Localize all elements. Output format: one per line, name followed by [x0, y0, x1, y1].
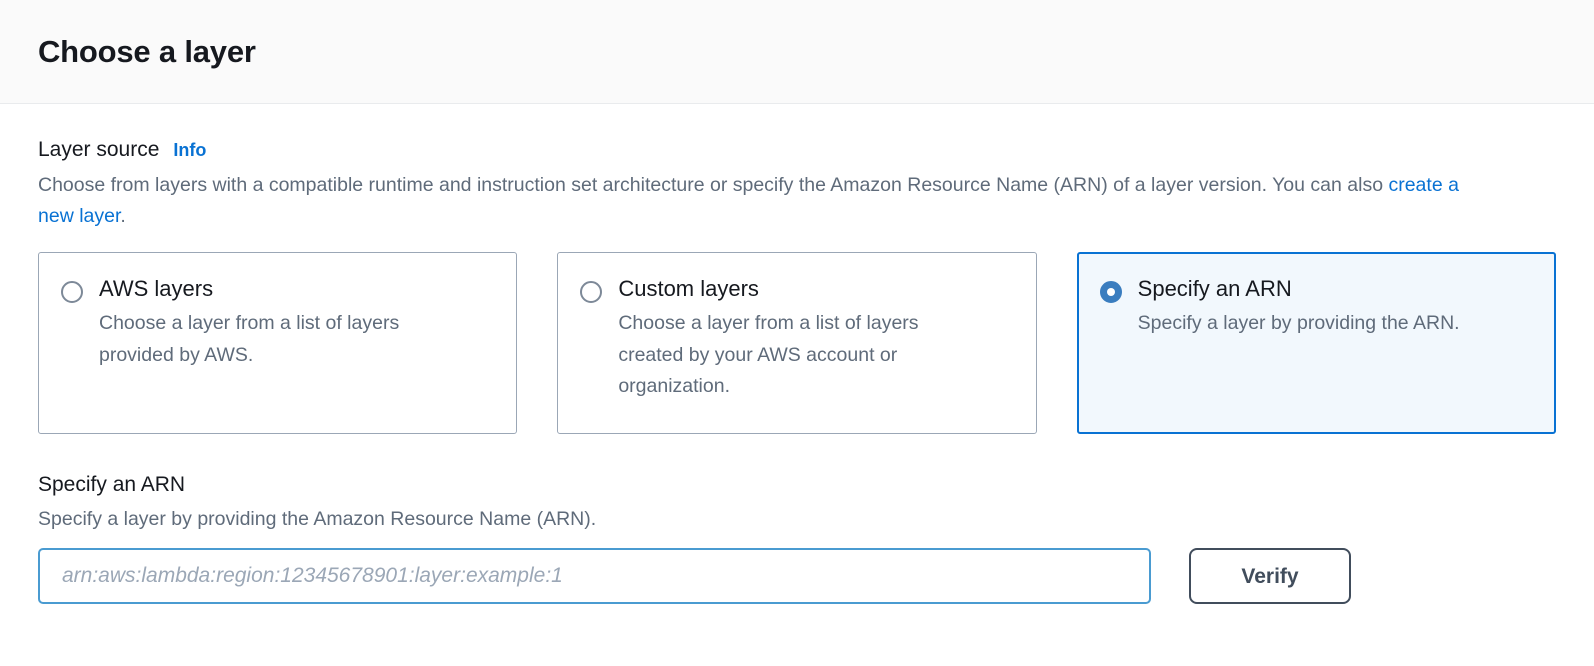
page-title: Choose a layer [38, 33, 256, 69]
radio-icon-specify-an-arn[interactable] [1099, 280, 1122, 303]
radio-tile-aws-layers[interactable]: AWS layers Choose a layer from a list of… [38, 251, 518, 434]
info-link[interactable]: Info [173, 140, 207, 160]
modal-body: Layer source Info Choose from layers wit… [0, 104, 1594, 666]
radio-tile-custom-layers-title: Custom layers [618, 275, 759, 301]
layer-source-label-row: Layer source Info [38, 137, 1556, 163]
verify-button[interactable]: Verify [1189, 548, 1351, 605]
radio-tile-aws-layers-title: AWS layers [99, 275, 214, 301]
layer-source-description-text-1: Choose from layers with a compatible run… [38, 174, 1389, 197]
radio-tile-custom-layers[interactable]: Custom layers Choose a layer from a list… [557, 251, 1037, 434]
radio-tile-aws-layers-text: AWS layers Choose a layer from a list of… [99, 275, 454, 371]
radio-tile-specify-an-arn[interactable]: Specify an ARN Specify a layer by provid… [1076, 251, 1556, 434]
radio-icon-aws-layers[interactable] [61, 280, 83, 303]
modal-header: Choose a layer [0, 0, 1594, 104]
layer-source-label: Layer source [38, 138, 160, 161]
specify-arn-description: Specify a layer by providing the Amazon … [38, 508, 597, 531]
radio-tile-specify-an-arn-title: Specify an ARN [1137, 275, 1292, 301]
radio-tile-aws-layers-description: Choose a layer from a list of layers pro… [99, 312, 400, 366]
radio-tile-specify-an-arn-text: Specify an ARN Specify a layer by provid… [1138, 275, 1460, 340]
layer-source-description: Choose from layers with a compatible run… [38, 170, 1488, 232]
radio-tile-custom-layers-description: Choose a layer from a list of layers cre… [618, 312, 919, 397]
layer-source-options: AWS layers Choose a layer from a list of… [38, 251, 1556, 434]
radio-tile-custom-layers-text: Custom layers Choose a layer from a list… [618, 275, 973, 402]
create-a-new-layer-link[interactable]: create a new layer [38, 174, 1459, 228]
arn-input-row: Verify [38, 548, 1556, 605]
specify-arn-label: Specify an ARN [38, 472, 186, 496]
layer-source-description-text-2: . [120, 205, 126, 228]
arn-input[interactable] [38, 548, 1151, 605]
radio-tile-specify-an-arn-description: Specify a layer by providing the ARN. [1137, 312, 1460, 335]
radio-icon-custom-layers[interactable] [580, 280, 603, 303]
